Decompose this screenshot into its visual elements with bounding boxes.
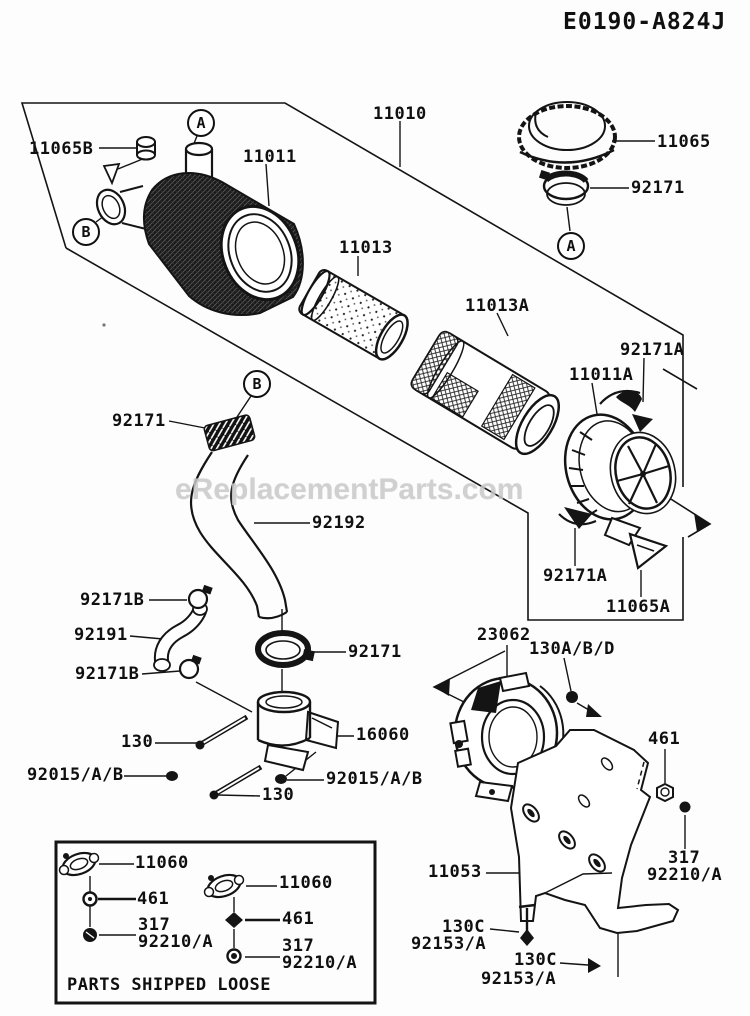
- part-label-92210A-right: 92210/A: [647, 865, 723, 885]
- parts-shipped-loose-note: PARTS SHIPPED LOOSE: [67, 975, 271, 995]
- clamp-92171-mid-drawing: [255, 630, 315, 668]
- part-label-130ABD: 130A/B/D: [529, 639, 615, 659]
- watermark: eReplacementParts.com: [175, 473, 524, 506]
- part-label-130-1: 130: [121, 732, 154, 752]
- part-label-92171A-bottom: 92171A: [543, 566, 608, 586]
- part-label-11065B: 11065B: [29, 139, 94, 159]
- part-label-11010: 11010: [373, 104, 427, 124]
- part-label-92171B-1: 92171B: [80, 590, 145, 610]
- air-cleaner-cap-drawing: [517, 101, 617, 170]
- part-label-317-2: 317: [282, 936, 315, 956]
- element-11013-drawing: [298, 269, 409, 361]
- part-label-92171A-top: 92171A: [620, 340, 685, 360]
- callout-b-sleeve: B: [243, 370, 271, 398]
- part-label-461-right: 461: [648, 729, 681, 749]
- part-label-92153A-1: 92153/A: [411, 934, 487, 954]
- part-label-11060-1: 11060: [135, 853, 189, 873]
- part-label-130C-1: 130C: [442, 917, 485, 937]
- diagram-code: E0190-A824J: [563, 9, 727, 35]
- callout-b-elbow: B: [72, 218, 100, 246]
- element-11013A-drawing: [410, 330, 560, 456]
- part-label-92153A-2: 92153/A: [481, 969, 557, 989]
- bracket-11053-drawing: [509, 729, 691, 946]
- clamp-92171-right-drawing: [538, 169, 590, 206]
- part-label-11053: 11053: [428, 862, 482, 882]
- part-label-11011: 11011: [243, 147, 297, 167]
- cap-assembly-11011A-drawing: [558, 389, 677, 570]
- part-label-92015AB-left: 92015/A/B: [27, 765, 124, 785]
- loose-parts-drawings: [58, 851, 245, 964]
- elbow-92191-drawing: [153, 584, 213, 680]
- part-label-92191: 92191: [74, 625, 128, 645]
- part-label-11013A: 11013A: [465, 296, 530, 316]
- part-label-461-2: 461: [282, 909, 315, 929]
- part-label-16060: 16060: [356, 725, 410, 745]
- part-label-11011A: 11011A: [569, 365, 634, 385]
- assembly-outline-boxes: [20, 102, 712, 621]
- part-label-11065A: 11065A: [606, 597, 671, 617]
- callout-a-clamp: A: [557, 232, 585, 260]
- part-label-92171-mid-left: 92171: [112, 411, 166, 431]
- part-label-11060-2: 11060: [279, 873, 333, 893]
- part-label-461-1: 461: [137, 889, 170, 909]
- part-label-11065: 11065: [657, 132, 711, 152]
- hose-92192-drawing: [189, 414, 289, 620]
- part-label-92192: 92192: [312, 513, 366, 533]
- parts-shipped-loose-box: [54, 840, 377, 1005]
- part-label-92171-mid-center: 92171: [348, 642, 402, 662]
- part-label-317-1: 317: [138, 915, 171, 935]
- part-label-92015AB-right: 92015/A/B: [326, 769, 423, 789]
- part-label-92171-top-right: 92171: [631, 178, 685, 198]
- part-label-92210A-2: 92210/A: [282, 953, 358, 973]
- callout-a-neck: A: [187, 109, 215, 137]
- part-label-317-right: 317: [668, 848, 701, 868]
- part-label-130C-2: 130C: [514, 950, 557, 970]
- print-speck: [102, 323, 106, 327]
- joint-16060-drawing: [166, 690, 340, 800]
- part-label-23062: 23062: [477, 625, 531, 645]
- part-label-130-2: 130: [262, 785, 295, 805]
- air-cleaner-body-drawing: [95, 136, 304, 317]
- part-label-92210A-1: 92210/A: [138, 932, 214, 952]
- part-label-11013: 11013: [339, 238, 393, 258]
- part-label-92171B-2: 92171B: [75, 664, 140, 684]
